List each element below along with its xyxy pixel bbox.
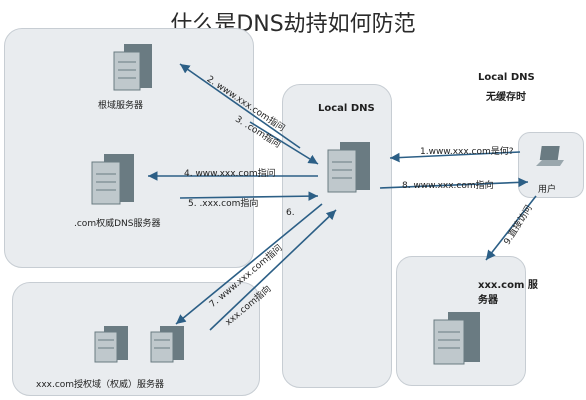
arrow-9 [485, 195, 537, 261]
local-dns-panel [282, 84, 392, 388]
auth-server-icon-1 [94, 326, 128, 363]
arrow-3 [249, 121, 319, 165]
arrow-1 [389, 151, 521, 163]
arrow-5-label: 5. .xxx.com指向 [188, 199, 259, 209]
arrow-7 [209, 209, 337, 331]
root-server-label: 根域服务器 [98, 101, 144, 111]
arrow-5 [179, 191, 319, 201]
com-server-label: .com权威DNS服务器 [74, 219, 161, 229]
arrow-8-label: 8. www.xxx.com指向 [402, 181, 494, 191]
xxx-server-label-1: xxx.com 服 [478, 280, 538, 291]
com-server-icon [91, 154, 134, 205]
auth-server-label: xxx.com授权域（权威）服务器 [36, 380, 165, 390]
arrow-2 [179, 63, 301, 149]
arrow-4-label: 4. www.xxx.com指问 [184, 169, 276, 179]
arrow-6 [175, 203, 323, 325]
arrow-8 [379, 177, 529, 189]
local-dns-server-icon [327, 142, 370, 193]
auth-server-icon-2 [150, 326, 184, 363]
laptop-icon [536, 146, 564, 166]
xxx-server-label-2: 务器 [478, 295, 498, 306]
arrow-6-label: 6. [286, 208, 295, 218]
arrow-1-label: 1.www.xxx.com是何? [420, 147, 514, 157]
user-label: 用户 [538, 185, 557, 195]
legend-line-1: Local DNS [478, 72, 535, 83]
authoritative-server-panel [12, 282, 260, 396]
root-server-icon [113, 44, 152, 91]
legend-line-2: 无缓存时 [486, 92, 526, 103]
xxx-server-icon [433, 312, 480, 365]
local-dns-title: Local DNS [318, 103, 375, 114]
